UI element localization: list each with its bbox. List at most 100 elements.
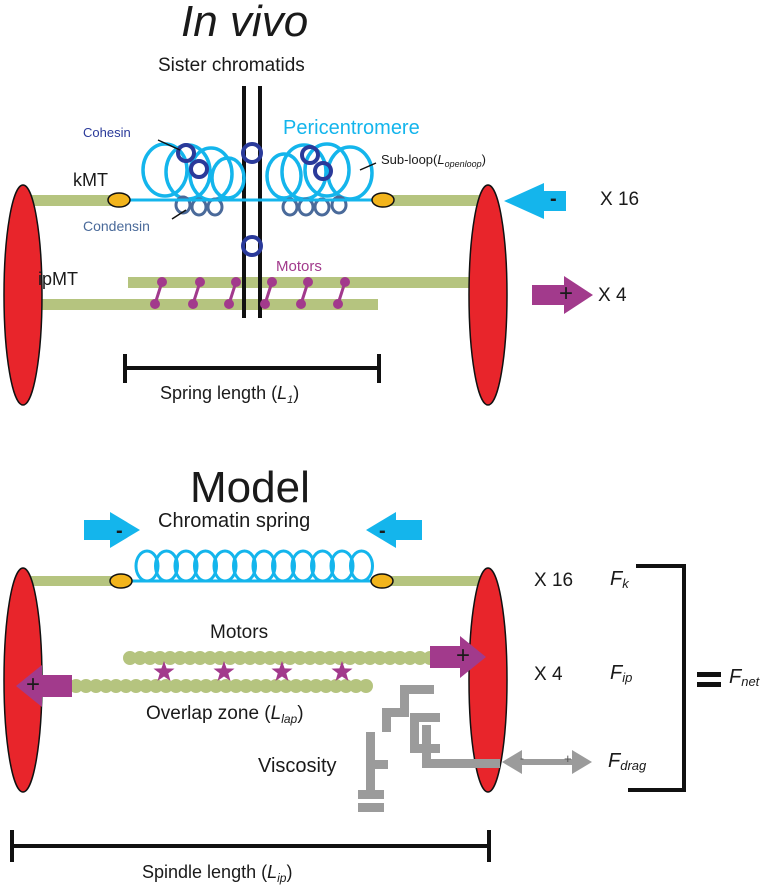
mt-bead: [313, 651, 327, 665]
chromatin-spring-coils: [134, 549, 374, 583]
mt-bead: [163, 651, 177, 665]
mt-bead: [269, 679, 283, 693]
minus-sign-invivo: -: [550, 188, 557, 210]
mt-bead: [143, 651, 157, 665]
mt-bead: [403, 651, 417, 665]
motor-star: [331, 661, 353, 681]
plus-sign-model-right: +: [456, 642, 471, 669]
mt-bead: [219, 679, 233, 693]
mt-bead: [309, 679, 323, 693]
mt-bead: [109, 679, 123, 693]
ipmt-count-model: X 4: [534, 664, 563, 685]
mt-bead: [343, 651, 357, 665]
kmt-count-invivo: X 16: [600, 189, 640, 210]
mt-bead: [393, 651, 407, 665]
model-kinetochore-right: [370, 573, 394, 589]
cohesin-rings: [176, 142, 333, 257]
mt-bead: [209, 679, 223, 693]
mt-bead: [119, 679, 133, 693]
sister-chromatids-label: Sister chromatids: [158, 55, 305, 76]
motor-star: [153, 661, 175, 681]
mt-bead: [249, 679, 263, 693]
mt-bead: [263, 651, 277, 665]
spindle-length-label: Spindle length (Lip): [142, 862, 293, 885]
mt-bead: [243, 651, 257, 665]
motors-label-model: Motors: [210, 622, 269, 643]
kinetochore-right: [371, 192, 395, 208]
force-bracket: [628, 564, 686, 792]
plus-arrow-model-right: [430, 636, 486, 678]
spindle-length-bar: [10, 830, 491, 862]
pericentromere-label: Pericentromere: [283, 117, 420, 139]
mt-bead: [99, 679, 113, 693]
mt-bead: [89, 679, 103, 693]
cohesin-label: Cohesin: [83, 125, 131, 140]
mt-bead: [373, 651, 387, 665]
model-title: Model: [190, 463, 310, 512]
mt-bead: [329, 679, 343, 693]
mt-bead: [339, 679, 353, 693]
motors-label-invivo: Motors: [276, 258, 322, 275]
drag-plus-sign: +: [564, 751, 572, 766]
sister-chromatid-right: [258, 86, 262, 318]
motors-invivo: [150, 277, 350, 309]
mt-bead: [69, 679, 83, 693]
mt-bead: [349, 679, 363, 693]
mt-bead: [233, 651, 247, 665]
model-kmt-right: [384, 576, 482, 586]
mt-bead: [193, 651, 207, 665]
drag-double-arrow: [502, 750, 592, 774]
motor-star: [271, 661, 293, 681]
ipmt-count-invivo: X 4: [598, 285, 627, 306]
mt-bead: [179, 679, 193, 693]
spring-length-bar: [123, 354, 381, 383]
overlap-mt-bottom: [69, 679, 373, 693]
kinetochore-left: [107, 192, 131, 208]
mt-bead: [159, 679, 173, 693]
ipmt-bottom: [30, 299, 378, 310]
mt-bead: [239, 679, 253, 693]
mt-bead: [289, 679, 303, 693]
drag-minus-sign: -: [520, 751, 524, 765]
plus-arrow-invivo: [532, 276, 593, 314]
kmt-left: [30, 195, 118, 206]
mt-bead: [273, 651, 287, 665]
fdrag-label: Fdrag: [608, 750, 647, 773]
mt-bead: [223, 651, 237, 665]
mt-bead: [323, 651, 337, 665]
model-kinetochore-left: [109, 573, 133, 589]
mt-bead: [203, 651, 217, 665]
mt-bead: [229, 679, 243, 693]
mt-bead: [129, 679, 143, 693]
mt-bead: [303, 651, 317, 665]
mt-bead: [319, 679, 333, 693]
kmt-label: kMT: [73, 170, 108, 190]
sister-chromatid-left: [242, 86, 246, 318]
plus-sign-model-left: +: [26, 671, 41, 698]
condensin-pointer: [171, 209, 187, 220]
minus-arrow-invivo: [504, 183, 566, 219]
cohesin-pointer: [157, 139, 181, 151]
kmt-count-model: X 16: [534, 570, 574, 591]
minus-sign-model-left: -: [116, 520, 123, 542]
mt-bead: [213, 651, 227, 665]
minus-arrow-model-right: [366, 512, 422, 548]
ipmt-label: ipMT: [38, 269, 78, 289]
chromatin-spring-label: Chromatin spring: [158, 510, 311, 532]
viscosity-label: Viscosity: [258, 755, 337, 777]
mt-bead: [413, 651, 427, 665]
mt-bead: [383, 651, 397, 665]
mt-bead: [279, 679, 293, 693]
mt-bead: [299, 679, 313, 693]
mt-bead: [293, 651, 307, 665]
spindle-pole-right: [468, 184, 508, 406]
mt-bead: [363, 651, 377, 665]
invivo-title: In vivo: [181, 0, 309, 46]
subloop-pointer: [359, 162, 377, 171]
mt-bead: [353, 651, 367, 665]
mt-bead: [123, 651, 137, 665]
fnet-label: Fnet: [729, 666, 760, 689]
minus-arrow-model-left: [84, 512, 140, 548]
